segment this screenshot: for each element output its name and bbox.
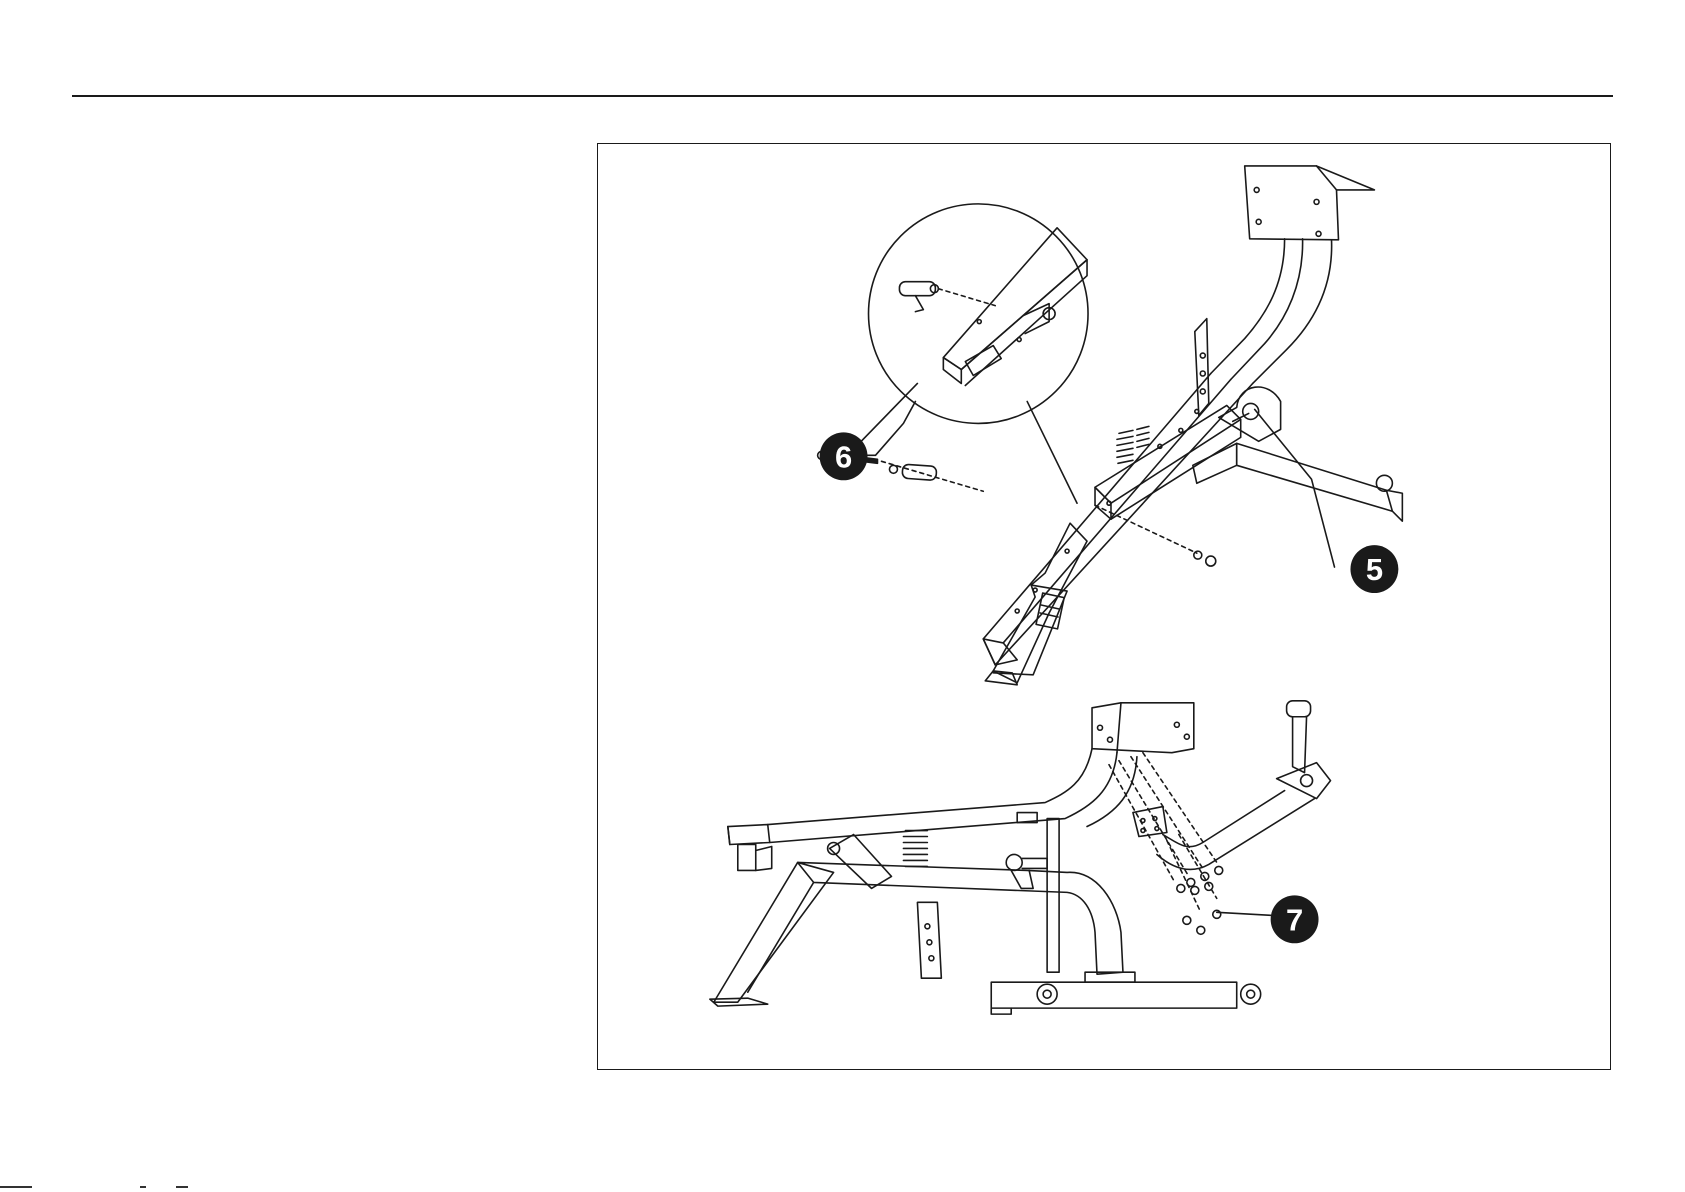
side-springs <box>903 831 927 867</box>
rear-foot-cap <box>991 1008 1011 1014</box>
main-beam-end <box>983 639 1017 665</box>
pivot-arm <box>830 835 892 889</box>
detail-leader <box>1027 401 1077 503</box>
plate-hole <box>1174 722 1179 727</box>
column-hole <box>1200 371 1205 376</box>
side-plate-edge <box>1117 703 1121 753</box>
footer-mark <box>176 1186 188 1188</box>
side-front-leg <box>714 862 834 1002</box>
front-pad-side <box>756 846 772 870</box>
side-frame-upper <box>768 749 1092 825</box>
bolt-guide-line <box>1131 757 1203 869</box>
nut <box>1206 556 1216 566</box>
side-frame-lower <box>770 753 1117 843</box>
plate-hole <box>1314 199 1319 204</box>
attachment-post <box>1293 717 1307 773</box>
footer-mark <box>0 1186 32 1188</box>
adjust-column <box>1195 319 1209 416</box>
pin-shaft <box>1022 858 1047 868</box>
mounting-plate-flange <box>1317 166 1375 190</box>
washer <box>1194 551 1202 559</box>
plate-hole <box>1316 231 1321 236</box>
column-hole <box>1200 353 1205 358</box>
side-column <box>1047 819 1059 973</box>
rear-wheel <box>1241 984 1261 1004</box>
side-frame-back <box>1087 757 1137 827</box>
detail-beam <box>943 228 1087 370</box>
pin-bracket <box>1011 870 1033 888</box>
detail-guide-line <box>938 289 995 306</box>
detail-magnifier <box>848 204 1088 503</box>
detail-beam-end <box>943 358 961 384</box>
beam-hole <box>1065 549 1069 553</box>
plate-hole <box>1155 827 1159 831</box>
rear-wheel-hub <box>1247 990 1255 998</box>
plate-hole <box>1256 219 1261 224</box>
column-hole <box>1200 389 1205 394</box>
column-hole <box>925 924 930 929</box>
washer <box>889 465 897 473</box>
side-rear-foot <box>991 982 1236 1008</box>
detail-hole <box>977 320 981 324</box>
attachment-elbow <box>1277 763 1331 799</box>
column-hole <box>927 940 932 945</box>
plate-hole <box>1107 737 1112 742</box>
detail-hole <box>1017 338 1021 342</box>
attachment-roller <box>1287 701 1311 717</box>
callout-leader-5 <box>1255 409 1335 567</box>
beam-hole <box>1179 428 1183 432</box>
rear-foot <box>1237 443 1393 511</box>
plate-hole <box>1098 725 1103 730</box>
bolt-guide-line <box>1119 761 1189 877</box>
callout-label-7: 7 <box>1286 902 1303 937</box>
callout-5: 5 <box>1255 409 1399 593</box>
rear-foot-end <box>1386 490 1402 521</box>
main-beam <box>983 374 1252 665</box>
header-rule <box>72 95 1613 97</box>
callout-label-6: 6 <box>835 439 852 474</box>
callout-7: 7 <box>1271 895 1319 943</box>
footer-crop-marks <box>0 1186 215 1190</box>
frame-neck-left <box>1211 239 1285 374</box>
attachment-pivot <box>1301 775 1313 787</box>
pin-knob <box>1006 854 1022 870</box>
plate-hole <box>1184 734 1189 739</box>
callout-label-5: 5 <box>1366 552 1383 587</box>
main-beam-edge <box>1003 379 1231 642</box>
assembly-illustration: 6 5 7 <box>598 144 1610 1069</box>
side-front-leg-edge <box>748 882 814 992</box>
side-frame-end <box>728 825 770 845</box>
plate-hole <box>1254 187 1259 192</box>
side-main-frame <box>798 862 1123 974</box>
step-6-hardware <box>818 451 1216 566</box>
side-mounting-plate <box>1092 703 1194 753</box>
detail-pointer <box>915 296 923 312</box>
cross-tube-bottom <box>1111 419 1241 519</box>
callout-6: 6 <box>820 401 916 480</box>
footer-mark <box>140 1186 146 1188</box>
assembly-figure-frame: 6 5 7 <box>597 143 1611 1070</box>
assembly-guide-line <box>1095 505 1197 553</box>
beam-hole <box>1015 609 1019 613</box>
front-pad <box>738 844 756 870</box>
column-hole <box>929 956 934 961</box>
rear-wheel-hub <box>1043 990 1051 998</box>
mounting-plate <box>1245 166 1339 240</box>
bench-frame-perspective <box>983 166 1402 685</box>
springs <box>1117 426 1149 463</box>
rear-wheel <box>1037 984 1057 1004</box>
callout-leader-7 <box>1217 912 1271 915</box>
pivot-bracket <box>1219 387 1281 441</box>
side-frame-end-edge <box>728 827 730 845</box>
